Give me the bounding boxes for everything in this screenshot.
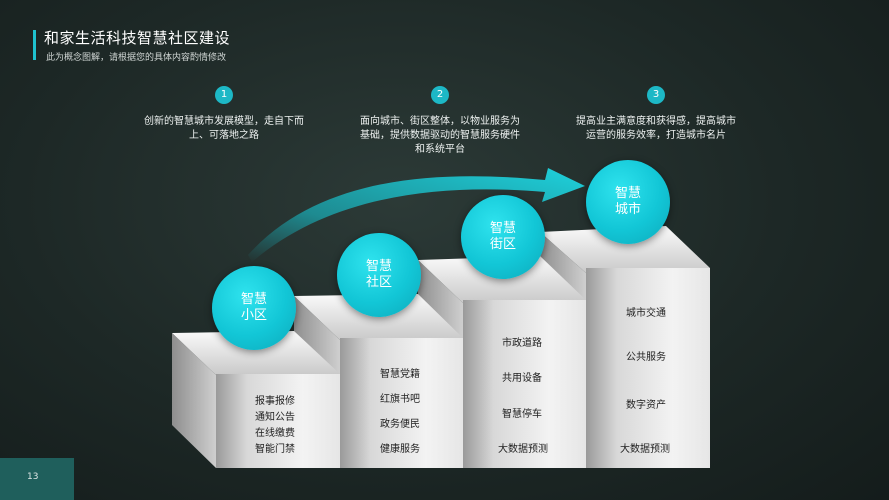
level-3-item: 共用设备: [502, 373, 542, 384]
level-2-item: 红旗书吧: [380, 394, 420, 405]
level-1-item: 在线缴费: [255, 428, 295, 439]
level-2-label-line1: 智慧: [365, 259, 392, 274]
title-accent-bar: [33, 30, 36, 60]
step-2-top: [294, 294, 463, 340]
level-2-label-line2: 社区: [365, 275, 392, 290]
step-2-front: [340, 338, 463, 468]
step-3-top: [418, 256, 586, 303]
level-4-item: 公共服务: [626, 352, 666, 363]
level-circle-4: 智慧城市: [586, 160, 670, 244]
growth-arrow: [248, 168, 585, 262]
level-circle-3: 智慧街区: [461, 195, 545, 279]
level-2-item: 智慧党籍: [380, 369, 420, 380]
level-3-label-line1: 智慧: [489, 221, 516, 236]
level-4-item: 城市交通: [626, 308, 666, 319]
level-4-label-line2: 城市: [614, 202, 641, 217]
step-4-front: [586, 268, 710, 468]
step-number-3: 3: [647, 86, 665, 104]
page-title: 和家生活科技智慧社区建设: [44, 29, 231, 47]
level-2-item: 政务便民: [380, 419, 420, 430]
level-2-item: 健康服务: [380, 444, 420, 455]
step-description-2: 面向城市、街区整体，以物业服务为基础，提供数据驱动的智慧服务硬件和系统平台: [360, 116, 520, 155]
page-number-box: [0, 458, 74, 500]
page-subtitle: 此为概念图解，请根据您的具体内容酌情修改: [46, 53, 227, 63]
level-3-item: 智慧停车: [502, 409, 542, 420]
level-1-item: 通知公告: [255, 412, 295, 423]
level-4-item: 大数据预测: [620, 444, 670, 455]
level-1-label-line2: 小区: [240, 308, 267, 323]
page-number: 13: [27, 472, 39, 482]
step-number-2: 2: [431, 86, 449, 104]
step-4-top: [540, 226, 710, 273]
level-3-item: 市政道路: [502, 338, 542, 349]
level-4-item: 数字资产: [626, 400, 666, 411]
level-circle-1: 智慧小区: [212, 266, 296, 350]
level-1-item: 智能门禁: [255, 444, 295, 455]
step-description-3: 提高业主满意度和获得感，提高城市运营的服务效率，打造城市名片: [576, 116, 736, 141]
level-circle-2: 智慧社区: [337, 233, 421, 317]
level-1-label-line1: 智慧: [240, 292, 267, 307]
level-1-item: 报事报修: [255, 396, 295, 407]
level-3-label-line2: 街区: [489, 237, 516, 252]
level-4-label-line1: 智慧: [614, 186, 641, 201]
step-number-1: 1: [215, 86, 233, 104]
step-3-front: [463, 300, 586, 468]
step-description-1: 创新的智慧城市发展模型，走自下而上、可落地之路: [144, 116, 304, 141]
step-1-front: [216, 374, 340, 468]
step-1-side: [172, 333, 216, 468]
level-3-item: 大数据预测: [498, 444, 548, 455]
step-1-top: [172, 331, 340, 375]
